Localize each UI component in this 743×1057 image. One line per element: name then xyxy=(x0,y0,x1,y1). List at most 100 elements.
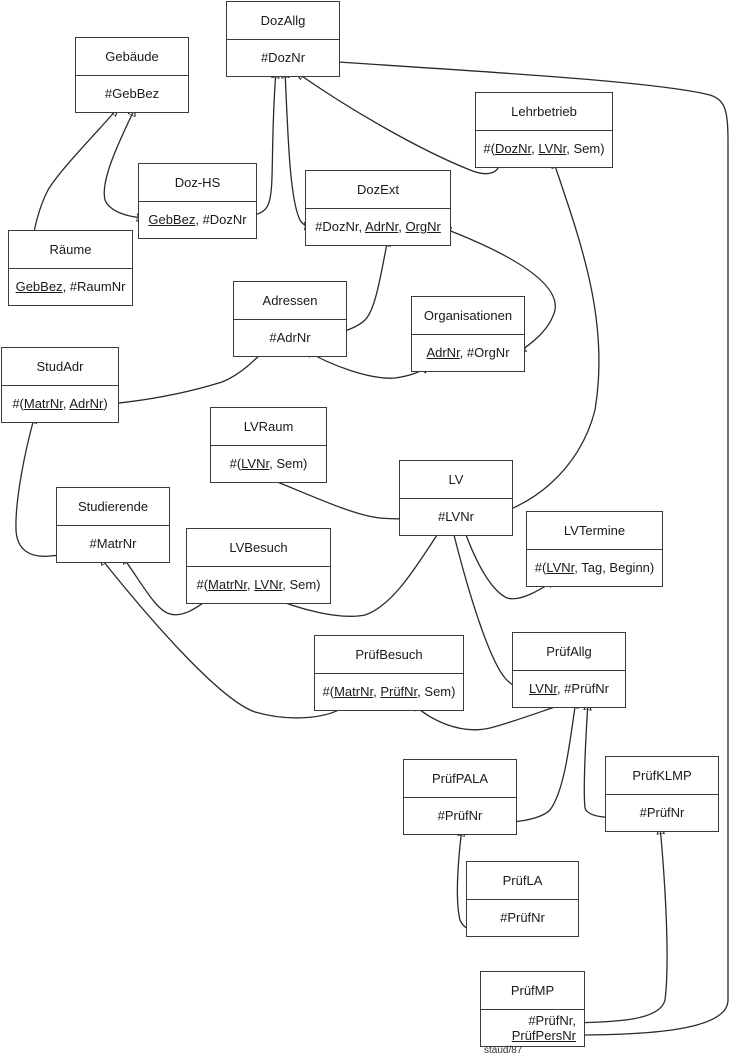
key-attr: , xyxy=(531,141,539,156)
relation-key: #(MatrNr, AdrNr) xyxy=(2,386,118,421)
relation-title: Lehrbetrieb xyxy=(476,93,612,131)
key-attr: , Sem) xyxy=(566,141,605,156)
relation-gebaeude: Gebäude #GebBez xyxy=(75,37,189,113)
foreign-key-attr: AdrNr xyxy=(69,396,104,411)
key-attr: #( xyxy=(322,684,335,699)
key-attr: #( xyxy=(196,577,209,592)
relation-pruefpala: PrüfPALA #PrüfNr xyxy=(403,759,517,835)
key-attr: , #OrgNr xyxy=(459,345,510,360)
foreign-key-attr: MatrNr xyxy=(23,396,63,411)
relation-key: #LVNr xyxy=(400,499,512,534)
relation-lvraum: LVRaum#(LVNr, Sem) xyxy=(210,407,327,483)
relation-title: LVTermine xyxy=(527,512,662,550)
key-attr: #( xyxy=(483,141,495,156)
key-attr: , #DozNr xyxy=(195,212,247,227)
relation-lehrbetrieb: Lehrbetrieb#(DozNr, LVNr, Sem) xyxy=(475,92,613,168)
relation-pruefbesuch: PrüfBesuch#(MatrNr, PrüfNr, Sem) xyxy=(314,635,464,711)
key-attr: , xyxy=(247,577,255,592)
foreign-key-attr: AdrNr xyxy=(365,219,399,234)
key-attr: #PrüfNr xyxy=(639,805,685,820)
relation-key: #(DozNr, LVNr, Sem) xyxy=(476,131,612,166)
relation-title: Studierende xyxy=(57,488,169,526)
foreign-key-attr: GebBez xyxy=(15,279,63,294)
foreign-key-attr: LVNr xyxy=(538,141,567,156)
foreign-key-attr: LVNr xyxy=(529,681,557,696)
relation-lvbesuch: LVBesuch#(MatrNr, LVNr, Sem) xyxy=(186,528,331,604)
key-attr: #( xyxy=(12,396,24,411)
relation-key: #GebBez xyxy=(76,76,188,111)
relation-key: #AdrNr xyxy=(234,320,346,355)
relation-title: Doz-HS xyxy=(139,164,256,202)
key-attr: #LVNr xyxy=(438,509,474,524)
relation-title: PrüfMP xyxy=(481,972,584,1010)
relation-lvtermine: LVTermine#(LVNr, Tag, Beginn) xyxy=(526,511,663,587)
relation-title: DozAllg xyxy=(227,2,339,40)
relation-title: LVBesuch xyxy=(187,529,330,567)
relation-key: LVNr, #PrüfNr xyxy=(513,671,625,706)
key-attr: , Tag, Beginn) xyxy=(574,560,655,575)
relation-key: #(LVNr, Tag, Beginn) xyxy=(527,550,662,585)
relation-pruefla: PrüfLA #PrüfNr xyxy=(466,861,579,937)
relation-title: Gebäude xyxy=(76,38,188,76)
relation-title: LV xyxy=(400,461,512,499)
relation-key: #(MatrNr, LVNr, Sem) xyxy=(187,567,330,602)
relation-title: StudAdr xyxy=(2,348,118,386)
relation-title: PrüfLA xyxy=(467,862,578,900)
relation-pruefmp: PrüfMP#PrüfNr,PrüfPersNr xyxy=(480,971,585,1047)
foreign-key-attr: LVNr xyxy=(254,577,283,592)
relation-dozhs: Doz-HS GebBez, #DozNr xyxy=(138,163,257,239)
key-attr: #PrüfNr xyxy=(437,808,483,823)
relation-title: PrüfPALA xyxy=(404,760,516,798)
credit-label: staud/87 xyxy=(484,1045,523,1056)
key-attr: #DozNr xyxy=(260,50,306,65)
foreign-key-attr: OrgNr xyxy=(405,219,441,234)
relation-title: LVRaum xyxy=(211,408,326,446)
relation-title: PrüfAllg xyxy=(513,633,625,671)
key-attr: , #RaumNr xyxy=(62,279,126,294)
relation-title: PrüfKLMP xyxy=(606,757,718,795)
relation-key: #PrüfNr xyxy=(606,795,718,830)
key-attr: , xyxy=(62,396,70,411)
foreign-key-attr: MatrNr xyxy=(208,577,248,592)
relation-key: #PrüfNr xyxy=(467,900,578,935)
relation-key: GebBez, #RaumNr xyxy=(9,269,132,304)
key-attr: , xyxy=(398,219,406,234)
relation-title: DozExt xyxy=(306,171,450,209)
relation-key: #DozNr xyxy=(227,40,339,75)
key-attr: , Sem) xyxy=(269,456,308,471)
relation-studadr: StudAdr#(MatrNr, AdrNr) xyxy=(1,347,119,423)
foreign-key-attr: MatrNr xyxy=(334,684,374,699)
key-attr: #AdrNr xyxy=(269,330,311,345)
relation-dozext: DozExt#DozNr, AdrNr, OrgNr xyxy=(305,170,451,246)
foreign-key-attr: PrüfPersNr xyxy=(511,1027,576,1043)
foreign-key-attr: PrüfNr xyxy=(380,684,418,699)
relation-key: #(LVNr, Sem) xyxy=(211,446,326,481)
relation-studierende: Studierende #MatrNr xyxy=(56,487,170,563)
key-attr: #MatrNr xyxy=(89,536,137,551)
relation-key: #DozNr, AdrNr, OrgNr xyxy=(306,209,450,244)
key-attr: #PrüfNr, xyxy=(528,1012,576,1028)
key-attr: #PrüfNr xyxy=(500,910,545,925)
key-attr: , Sem) xyxy=(282,577,321,592)
foreign-key-attr: LVNr xyxy=(241,456,270,471)
relation-key: #PrüfNr xyxy=(404,798,516,833)
key-attr: ) xyxy=(103,396,108,411)
foreign-key-attr: LVNr xyxy=(546,560,575,575)
relation-title: PrüfBesuch xyxy=(315,636,463,674)
relation-pruefklmp: PrüfKLMP #PrüfNr xyxy=(605,756,719,832)
key-attr: #( xyxy=(229,456,242,471)
relation-dozallg: DozAllg #DozNr xyxy=(226,1,340,77)
edge-dozallg-lehrbetrieb xyxy=(296,72,500,175)
relation-title: Adressen xyxy=(234,282,346,320)
key-attr: #GebBez xyxy=(104,86,160,101)
relation-title: Organisationen xyxy=(412,297,524,335)
key-attr: , #PrüfNr xyxy=(556,681,609,696)
foreign-key-attr: GebBez xyxy=(148,212,196,227)
relation-key: #PrüfNr,PrüfPersNr xyxy=(481,1010,584,1045)
key-attr: , Sem) xyxy=(417,684,456,699)
relation-adressen: Adressen #AdrNr xyxy=(233,281,347,357)
relation-key: #MatrNr xyxy=(57,526,169,561)
